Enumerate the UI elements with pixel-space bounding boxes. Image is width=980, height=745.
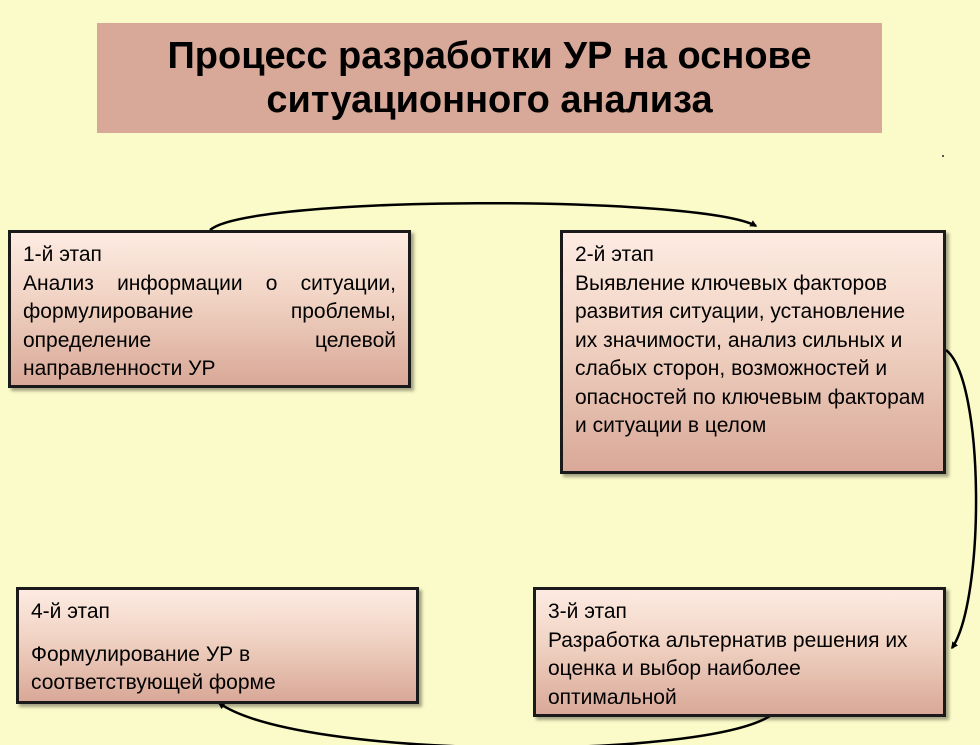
arrow-stage1-to-stage2 [209, 202, 758, 231]
title-line-2: ситуационного анализа [266, 79, 713, 121]
stage-1-text: Анализ информации о ситуации, формулиров… [23, 271, 396, 381]
arrow-stage2-to-stage3 [945, 349, 978, 650]
title-line-1: Процесс разработки УР на основе [167, 35, 812, 77]
stage-3-text: Разработка альтернатив решения их оценка… [548, 628, 908, 709]
stage-3-header: 3-й этап [548, 600, 627, 623]
stage-4-box: 4-й этап Формулирование УР в соответству… [16, 587, 419, 704]
diagram-title: Процесс разработки УР на основе ситуацио… [97, 23, 882, 133]
stage-2-box: 2-й этап Выявление ключевых факторов раз… [560, 230, 946, 474]
arrow-stage3-to-stage4 [217, 701, 771, 745]
stage-4-text: Формулирование УР в соответствующей форм… [31, 642, 276, 695]
decorative-dot [942, 155, 944, 157]
stage-1-header: 1-й этап [23, 243, 102, 266]
stage-1-box: 1-й этап Анализ информации о ситуации, ф… [8, 230, 411, 388]
stage-3-box: 3-й этап Разработка альтернатив решения … [533, 587, 946, 717]
stage-2-header: 2-й этап [575, 243, 654, 266]
stage-4-header: 4-й этап [31, 600, 110, 623]
stage-2-text: Выявление ключевых факторов развития сит… [575, 271, 925, 438]
